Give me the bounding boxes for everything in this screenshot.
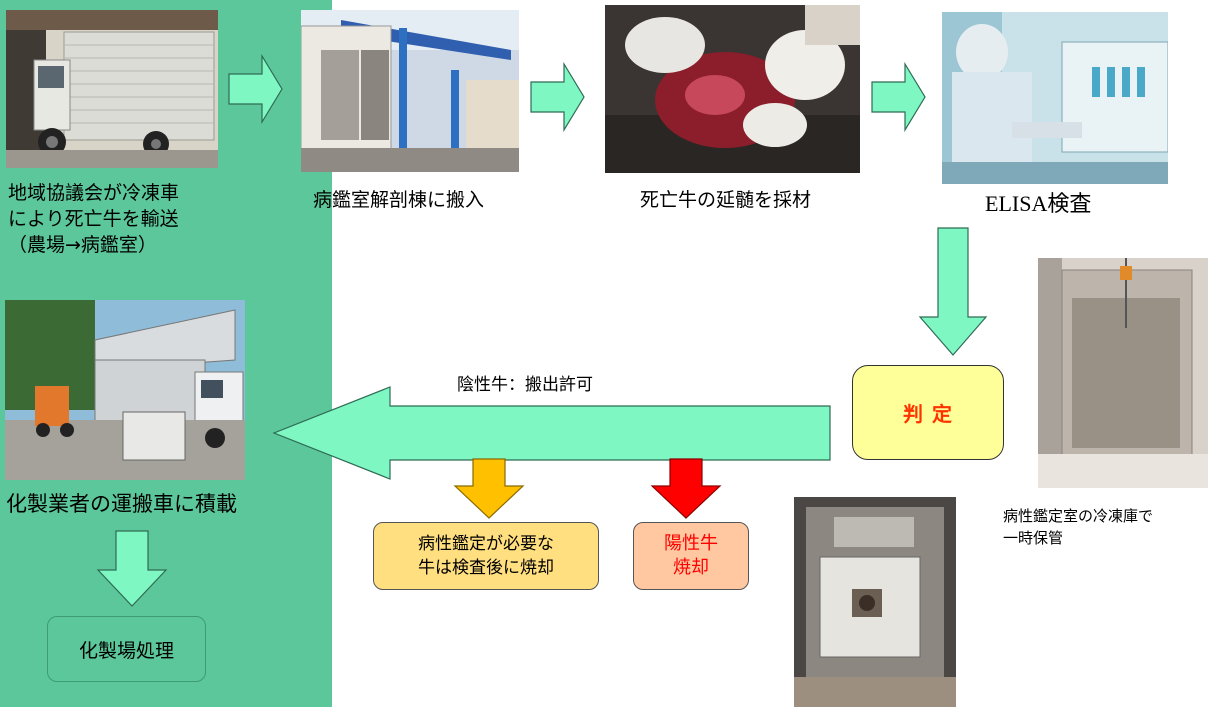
flow-arrow-left-negative <box>272 386 831 480</box>
transport-caption: 地域協議会が冷凍車 により死亡牛を輸送 （農場→病鑑室） <box>8 182 180 256</box>
refrigerated-truck-photo <box>6 10 218 168</box>
flow-arrow-right-1 <box>228 53 283 125</box>
elisa-caption: ELISA検査 <box>985 191 1092 216</box>
judgement-label: 判 定 <box>903 402 953 426</box>
incinerator-photo <box>794 497 956 707</box>
positive-box: 陽性牛 焼却 <box>633 522 749 590</box>
judgement-box: 判 定 <box>852 365 1004 460</box>
medulla-sampling-photo <box>605 5 860 173</box>
elisa-lab-photo <box>942 12 1168 184</box>
load-caption: 化製業者の運搬車に積載 <box>6 492 237 516</box>
flow-arrow-right-2 <box>530 61 585 133</box>
positive-label: 陽性牛 焼却 <box>664 533 718 578</box>
loading-truck-photo <box>5 300 245 480</box>
sampling-caption: 死亡牛の延髄を採材 <box>640 189 812 211</box>
storage-caption: 病性鑑定室の冷凍庫で 一時保管 <box>1003 507 1154 547</box>
freezer-room-photo <box>1038 258 1208 488</box>
red-arrow-down <box>650 458 722 519</box>
negative-caption: 陰性牛：搬出許可 <box>457 375 593 395</box>
needs-exam-box: 病性鑑定が必要な 牛は検査後に焼却 <box>373 522 599 590</box>
orange-arrow-down <box>453 458 525 519</box>
carry-in-caption: 病鑑室解剖棟に搬入 <box>313 189 485 211</box>
flow-arrow-down-to-judge <box>918 227 988 356</box>
needs-exam-label: 病性鑑定が必要な 牛は検査後に焼却 <box>418 534 554 578</box>
rendering-box: 化製場処理 <box>47 616 206 682</box>
flow-arrow-down-to-rendering <box>96 530 168 607</box>
rendering-label: 化製場処理 <box>78 639 174 662</box>
flow-arrow-right-3 <box>871 61 926 133</box>
dissection-building-photo <box>301 10 519 172</box>
